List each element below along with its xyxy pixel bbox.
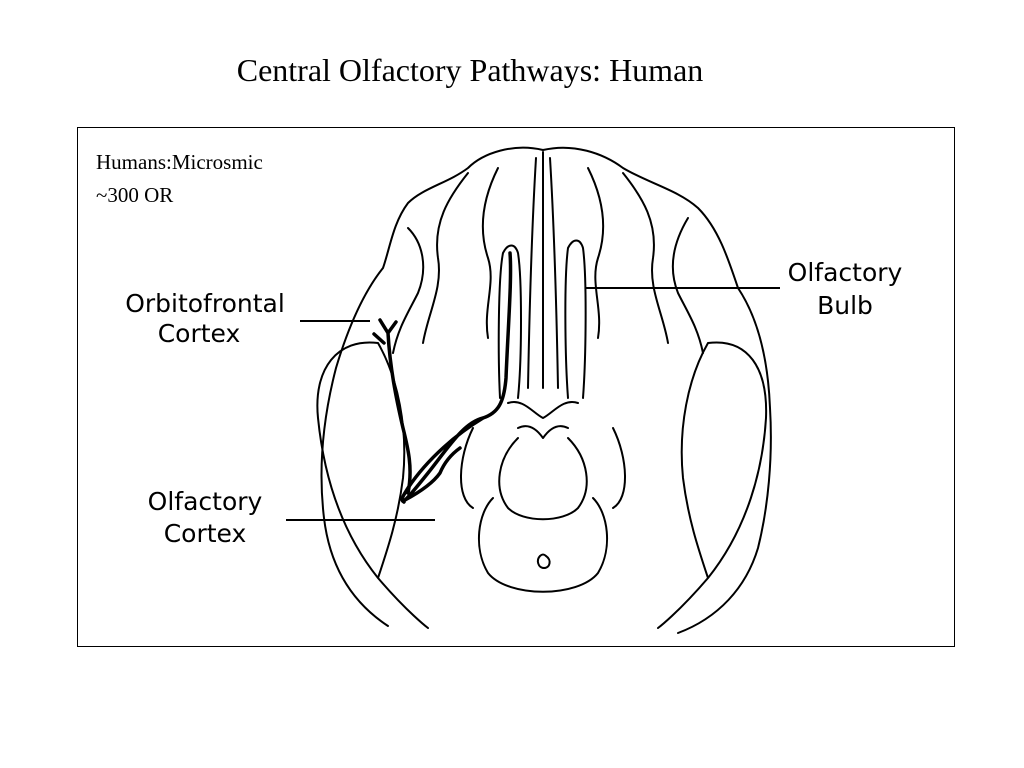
gyrus-left-1 (422, 172, 469, 344)
cerebral-peduncle-right (612, 427, 626, 509)
olfactory-bulb-label-line1: Olfactory (788, 258, 903, 287)
brain-outline (320, 146, 772, 634)
figure-frame: Humans:Microsmic ~300 OR (77, 127, 955, 647)
species-note: Humans:Microsmic ~300 OR (96, 146, 263, 212)
olfactory-bulb-left (497, 244, 522, 399)
cerebral-peduncle-left (460, 427, 474, 509)
orbitofrontal-projection (372, 318, 412, 495)
optic-chiasm (507, 401, 579, 439)
olfactory-cortex-label-line1: Olfactory (148, 487, 263, 516)
brainstem-aqueduct (536, 553, 551, 569)
gyrus-right-3 (671, 217, 704, 354)
temporal-lobe-right (657, 341, 768, 629)
gyrus-left-2 (481, 167, 499, 339)
brainstem (477, 497, 609, 593)
olfactory-bulb-label-line2: Bulb (817, 291, 873, 320)
slide-title: Central Olfactory Pathways: Human (236, 52, 704, 88)
gyrus-left-3 (392, 227, 425, 354)
olfactory-cortex-label-line2: Cortex (164, 519, 247, 548)
fissure-side-left (527, 157, 537, 389)
brain-ventral-view-diagram: Orbitofrontal Cortex Olfactory Bulb Olfa… (125, 146, 903, 634)
fissure-side-right (549, 157, 559, 389)
gyrus-right-1 (622, 172, 669, 344)
gyrus-right-2 (587, 167, 605, 339)
orbitofrontal-label-line2: Cortex (158, 319, 241, 348)
midbrain (498, 437, 588, 521)
orbitofrontal-label-line1: Orbitofrontal (125, 289, 285, 318)
note-line-microsmic: Humans:Microsmic (96, 150, 263, 174)
note-line-receptor-count: ~300 OR (96, 183, 174, 207)
olfactory-bulb-right (564, 239, 587, 399)
